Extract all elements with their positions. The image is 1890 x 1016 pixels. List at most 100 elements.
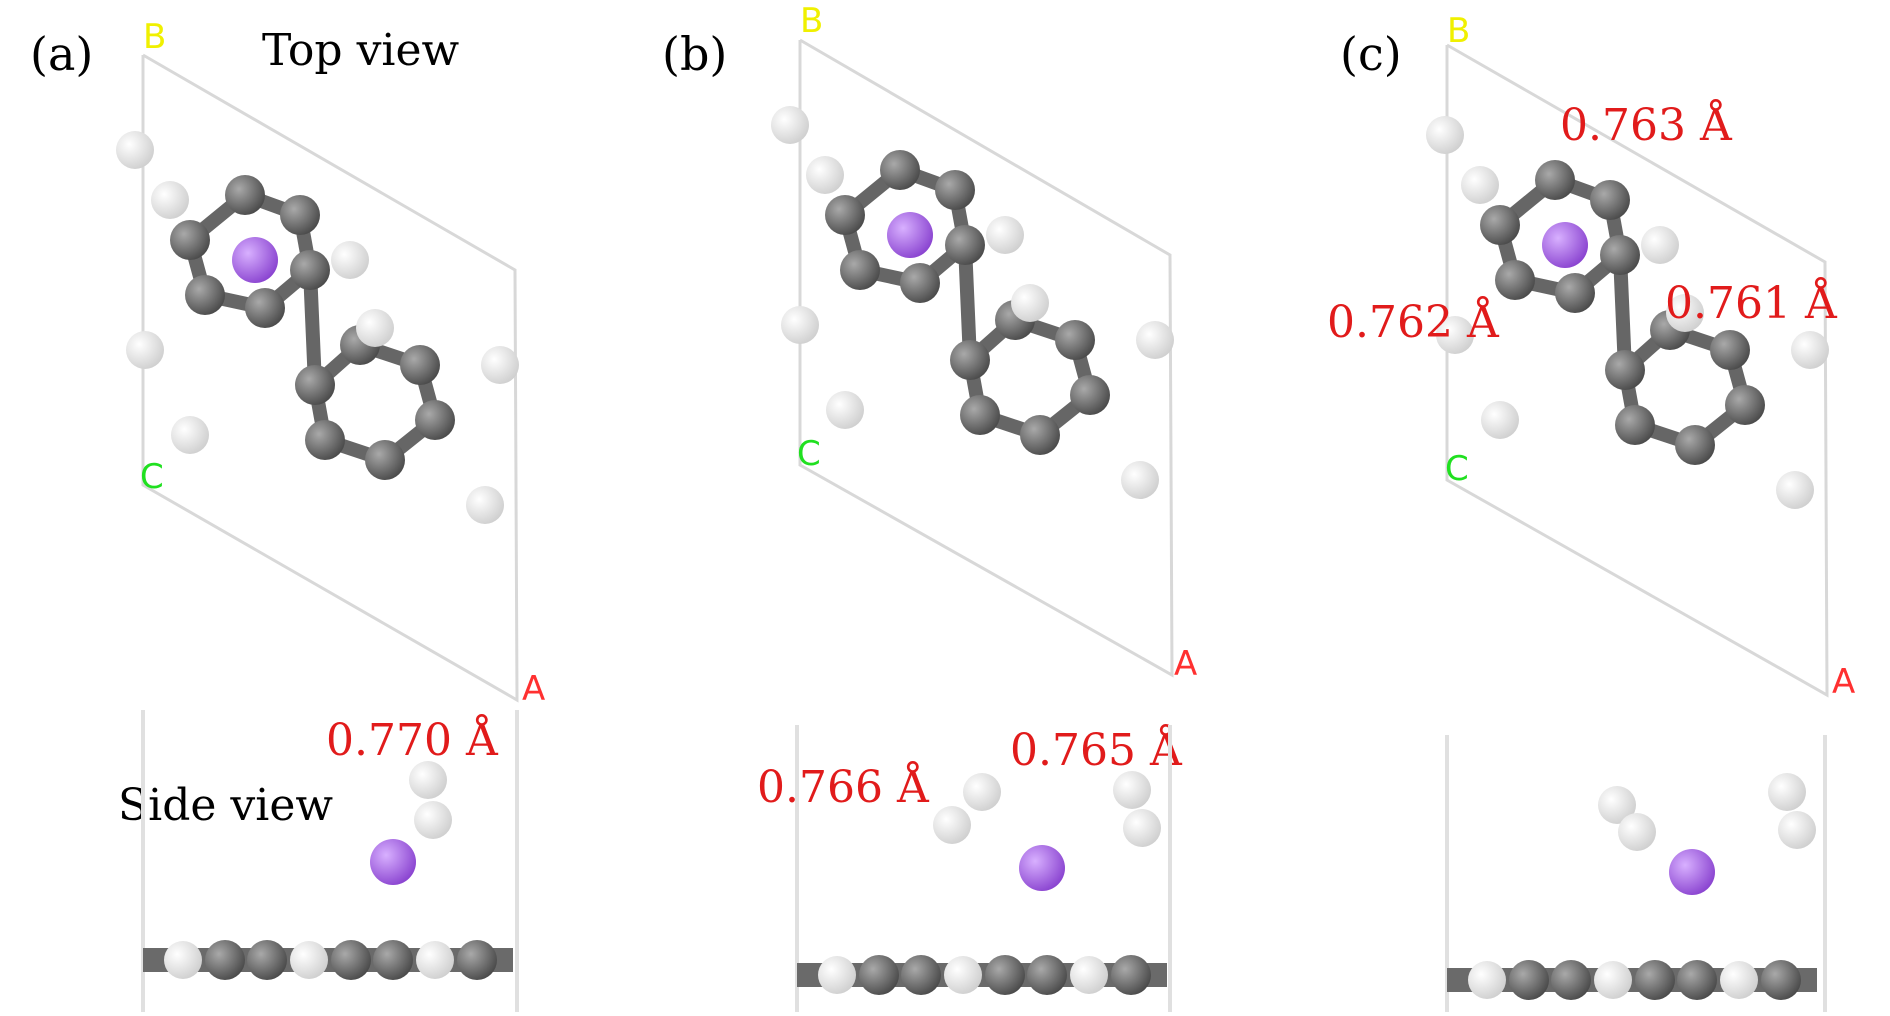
hydrogen-atom [806, 156, 844, 194]
hydrogen-atom [818, 956, 856, 994]
hydrogen-atom [409, 761, 447, 799]
hydrogen-atom [1768, 773, 1806, 811]
carbon-atom [1725, 385, 1765, 425]
side-view-a [143, 761, 513, 980]
carbon-atom [1615, 405, 1655, 445]
hydrogen-atom [1594, 961, 1632, 999]
carbon-atom [331, 940, 371, 980]
panel-label-b: (b) [662, 27, 727, 81]
carbon-atom [840, 250, 880, 290]
axis-a-label-a: A [522, 669, 545, 709]
hydrogen-atom [1618, 813, 1656, 851]
carbon-atom [900, 263, 940, 303]
carbon-atom [415, 400, 455, 440]
axis-c-label-a: C [140, 457, 164, 497]
hydrogen-atom [771, 106, 809, 144]
hydrogen-atom [466, 486, 504, 524]
top-view-title: Top view [262, 25, 460, 76]
hydrogen-atom [781, 306, 819, 344]
panel-c: (c) B C A 0.763 Å 0.762 Å 0.761 Å [1327, 11, 1855, 1012]
carbon-atom [880, 150, 920, 190]
carbon-atom [247, 940, 287, 980]
hydrogen-atom [1070, 956, 1108, 994]
axis-c-label-b: C [797, 434, 821, 474]
hydrogen-atom [1121, 461, 1159, 499]
axis-b-label-a: B [143, 17, 166, 57]
bond-length-c-3: 0.761 Å [1665, 276, 1838, 329]
carbon-atom [901, 955, 941, 995]
carbon-atom [1551, 960, 1591, 1000]
carbon-atom [373, 940, 413, 980]
side-view-b [797, 771, 1167, 995]
axis-a-label-c: A [1832, 662, 1855, 702]
metal-atom [232, 237, 278, 283]
hydrogen-atom [1598, 786, 1636, 824]
carbon-atom [205, 940, 245, 980]
carbon-atom [960, 395, 1000, 435]
hydrogen-atom [1011, 284, 1049, 322]
carbon-atom [185, 275, 225, 315]
carbon-atom [1055, 320, 1095, 360]
carbon-atom [295, 365, 335, 405]
carbon-atom [935, 170, 975, 210]
hydrogen-atom [826, 391, 864, 429]
hydrogen-atom [290, 941, 328, 979]
hydrogen-atom [331, 241, 369, 279]
axis-b-label-c: B [1447, 11, 1470, 51]
carbon-atom [1761, 960, 1801, 1000]
hydrogen-atom [126, 331, 164, 369]
carbon-atom [1555, 273, 1595, 313]
metal-atom [370, 839, 416, 885]
carbon-atom [1020, 415, 1060, 455]
carbon-atom [1635, 960, 1675, 1000]
axis-c-label-c: C [1445, 449, 1469, 489]
bond-length-b-1: 0.766 Å [757, 760, 930, 813]
hydrogen-atom [963, 773, 1001, 811]
side-view-title: Side view [118, 780, 333, 831]
carbon-atom [400, 345, 440, 385]
carbon-atom [1111, 955, 1151, 995]
carbon-atom [1495, 260, 1535, 300]
carbon-atom [945, 225, 985, 265]
carbon-atom [365, 440, 405, 480]
hydrogen-atom [1113, 771, 1151, 809]
side-view-c [1447, 773, 1817, 1000]
metal-atom [1669, 849, 1715, 895]
carbon-atom [1675, 425, 1715, 465]
bond-length-a-1: 0.770 Å [326, 713, 499, 766]
bond-length-c-2: 0.762 Å [1327, 295, 1500, 348]
carbon-atom [1710, 330, 1750, 370]
hydrogen-atom [116, 131, 154, 169]
hydrogen-atom [1720, 961, 1758, 999]
hydrogen-atom [1791, 331, 1829, 369]
carbon-atom [859, 955, 899, 995]
hydrogen-atom [416, 941, 454, 979]
carbon-atom [457, 940, 497, 980]
top-view-molecule-c [1426, 116, 1829, 509]
carbon-atom [305, 420, 345, 460]
panel-label-a: (a) [30, 27, 93, 81]
metal-atom [887, 212, 933, 258]
hydrogen-atom [1481, 401, 1519, 439]
carbon-atom [245, 288, 285, 328]
carbon-atom [1677, 960, 1717, 1000]
hydrogen-atom [1776, 471, 1814, 509]
hydrogen-atom [481, 346, 519, 384]
hydrogen-atom [414, 801, 452, 839]
carbon-atom [1605, 350, 1645, 390]
carbon-atom [280, 195, 320, 235]
carbon-atom [1070, 375, 1110, 415]
bond-length-c-1: 0.763 Å [1560, 98, 1733, 151]
hydrogen-atom [986, 216, 1024, 254]
carbon-atom [950, 340, 990, 380]
top-view-molecule-a [116, 131, 519, 524]
hydrogen-atom [1641, 226, 1679, 264]
hydrogen-atom [164, 941, 202, 979]
panel-b: (b) B C A 0.766 Å 0.765 Å [662, 1, 1197, 1012]
hydrogen-atom [151, 181, 189, 219]
carbon-atom [1027, 955, 1067, 995]
panel-a: (a) Top view B C A 0.770 Å Side view [30, 17, 545, 1012]
axis-b-label-b: B [800, 1, 823, 41]
hydrogen-atom [1136, 321, 1174, 359]
carbon-atom [1600, 235, 1640, 275]
